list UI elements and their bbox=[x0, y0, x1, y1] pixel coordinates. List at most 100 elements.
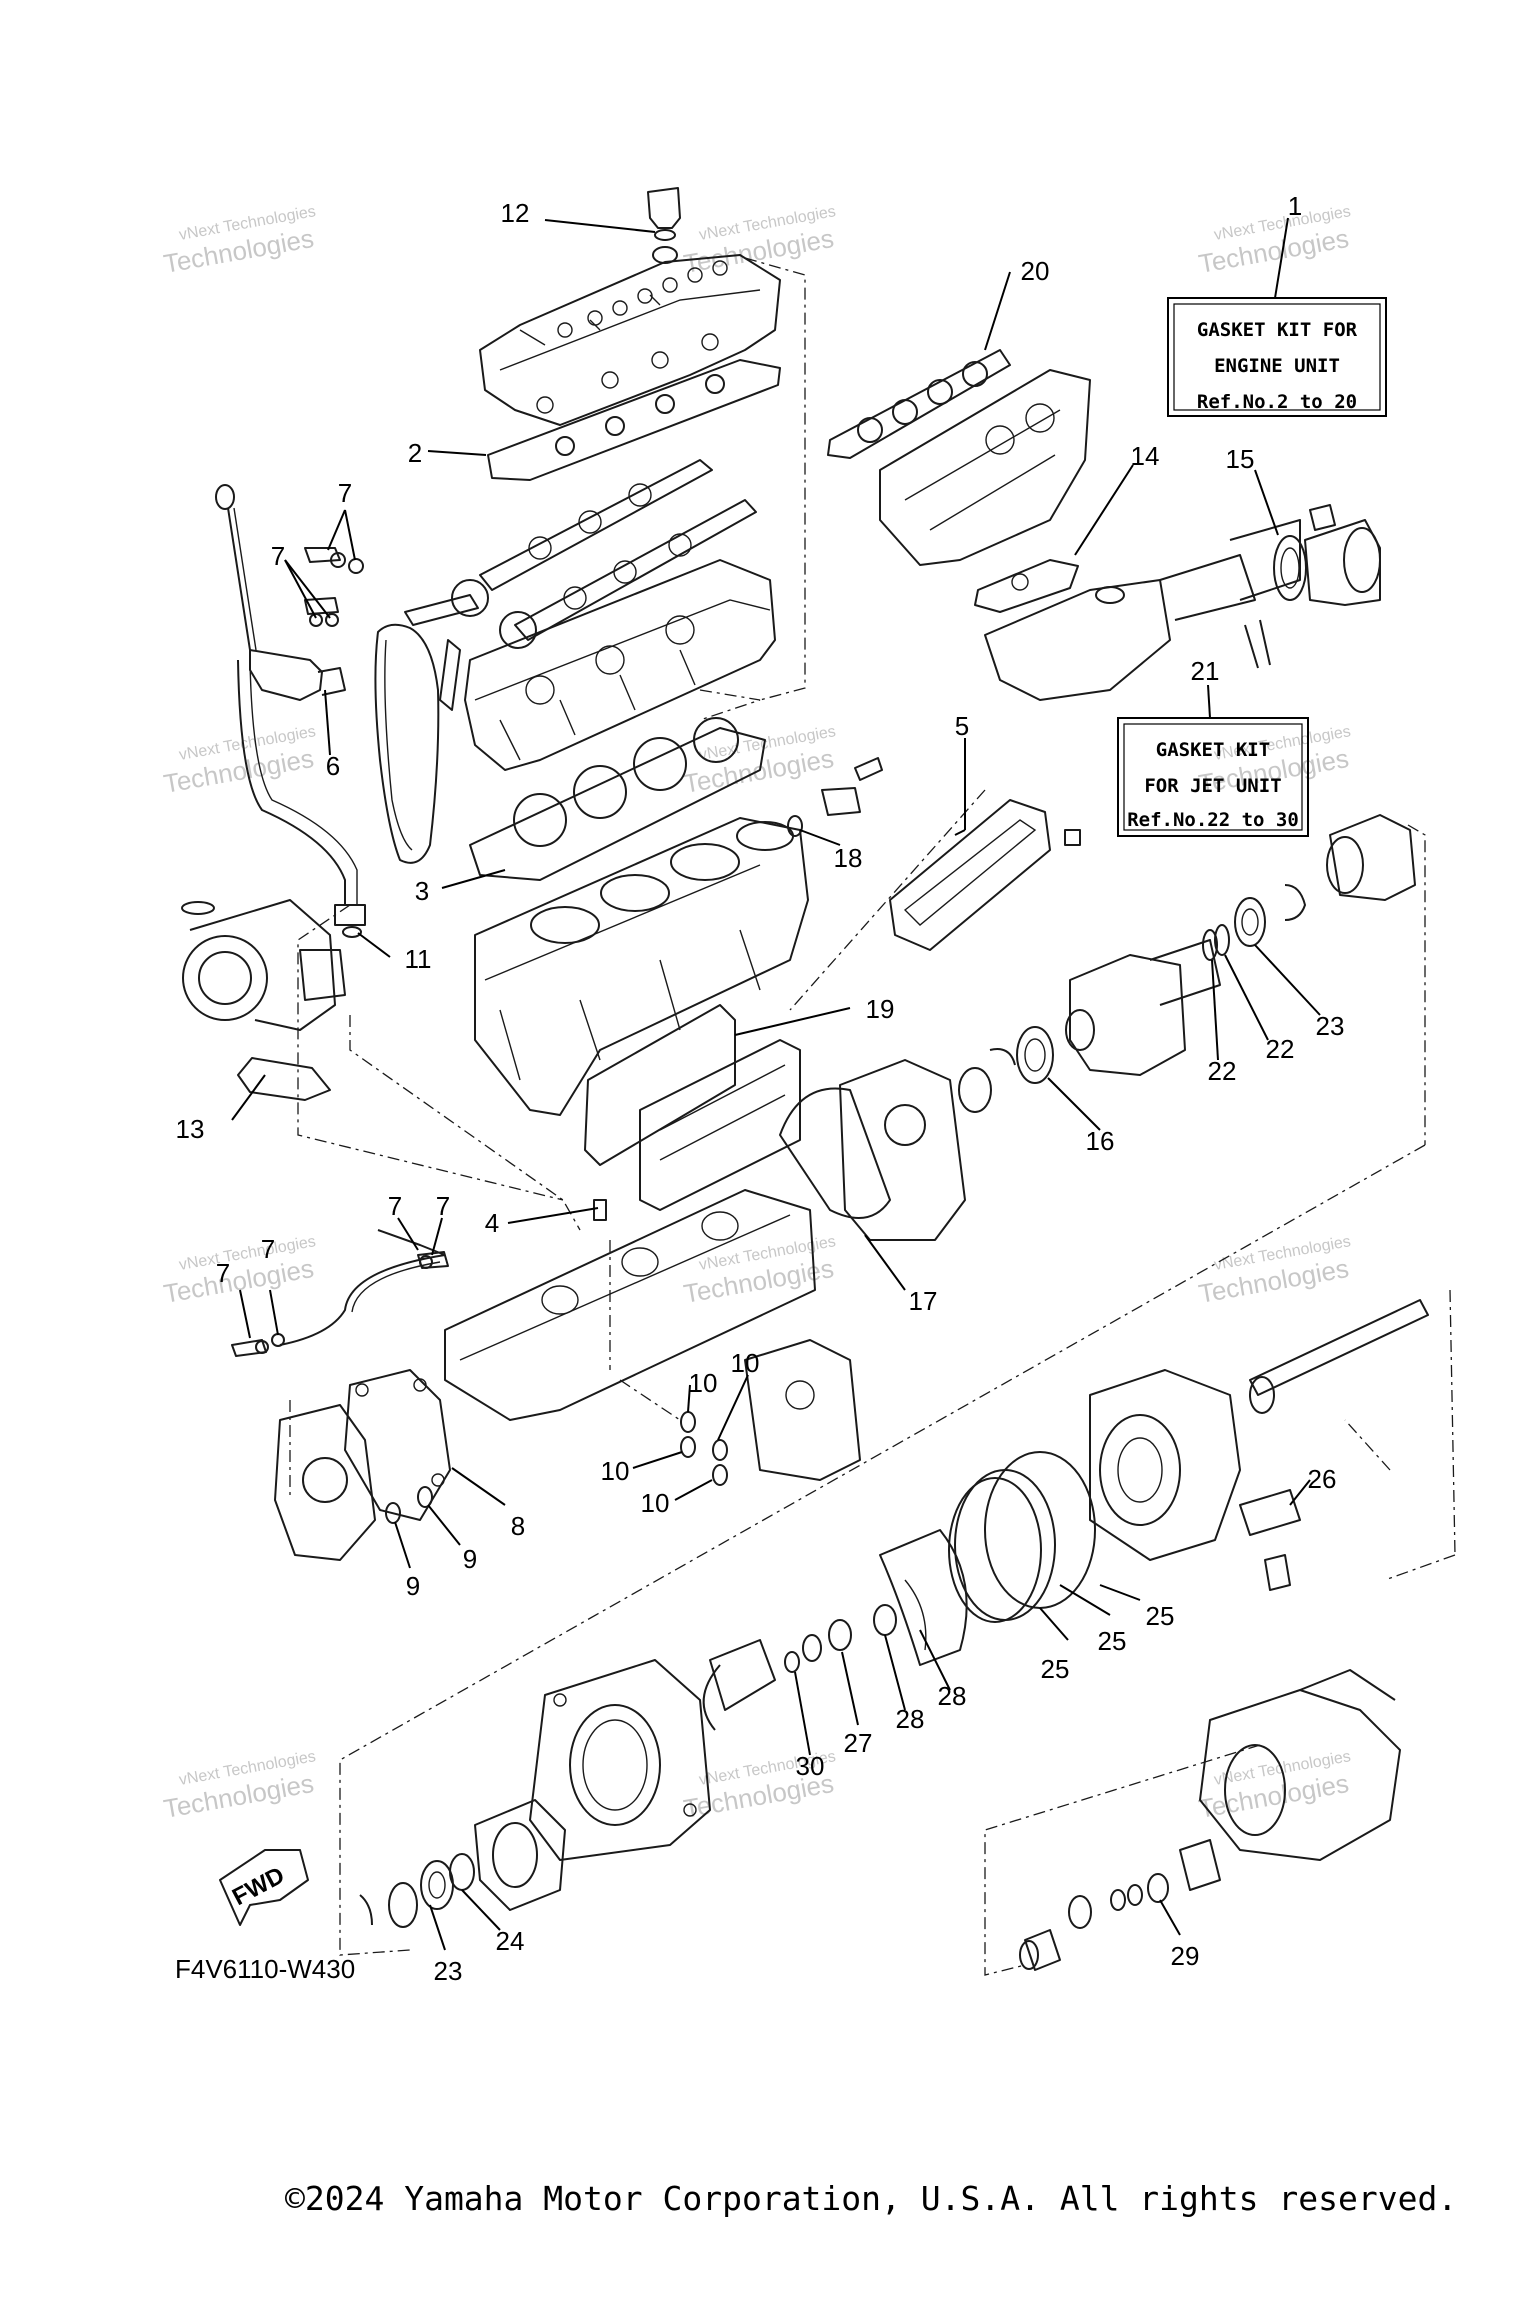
callout-18: 18 bbox=[834, 843, 863, 873]
callout-17: 17 bbox=[909, 1286, 938, 1316]
watermark: vNext Technologies Technologies bbox=[161, 723, 317, 799]
callout-25: 25 bbox=[1146, 1601, 1175, 1631]
callout-24: 24 bbox=[496, 1926, 525, 1956]
callout-7: 7 bbox=[261, 1234, 275, 1264]
exhaust-pipe-gasket bbox=[974, 559, 1079, 613]
impeller bbox=[702, 1639, 776, 1731]
callout-1: 1 bbox=[1288, 191, 1302, 221]
callout-22: 22 bbox=[1208, 1056, 1237, 1086]
jet-gasket-kit-box: GASKET KIT FOR JET UNIT Ref.No.22 to 30 bbox=[1117, 717, 1309, 837]
callout-16: 16 bbox=[1086, 1126, 1115, 1156]
callout-27: 27 bbox=[844, 1728, 873, 1758]
watermark: vNext Technologies Technologies bbox=[681, 723, 837, 799]
callout-25: 25 bbox=[1098, 1626, 1127, 1656]
oil-seal-23-upper bbox=[1234, 884, 1306, 947]
nozzle-assembly bbox=[1199, 1669, 1401, 1861]
callout-3: 3 bbox=[415, 876, 429, 906]
gasket-26 bbox=[1239, 1489, 1301, 1591]
watermark: vNext Technologies Technologies bbox=[161, 1233, 317, 1309]
callout-11: 11 bbox=[405, 944, 432, 974]
oil-line-lower bbox=[231, 1229, 449, 1357]
crankcase bbox=[444, 1189, 816, 1421]
callout-7: 7 bbox=[388, 1191, 402, 1221]
gasket-17 bbox=[779, 1087, 891, 1219]
intake-plate bbox=[529, 1659, 711, 1861]
callout-23: 23 bbox=[434, 1956, 463, 1986]
diagram-code: F4V6110-W430 bbox=[175, 1954, 355, 1984]
intake-housing bbox=[474, 1799, 566, 1911]
sensor-18 bbox=[787, 757, 883, 837]
watermark: vNext Technologies Technologies bbox=[161, 1748, 317, 1824]
drive-shaft bbox=[1249, 1299, 1429, 1414]
callout-28: 28 bbox=[938, 1681, 967, 1711]
exhaust-elbow bbox=[1304, 504, 1381, 606]
svg-text:ENGINE UNIT: ENGINE UNIT bbox=[1214, 355, 1340, 377]
svg-text:FOR JET UNIT: FOR JET UNIT bbox=[1144, 775, 1281, 797]
callout-7: 7 bbox=[216, 1258, 230, 1288]
seals-23-24-lower bbox=[359, 1853, 475, 1928]
exhaust-manifold bbox=[879, 369, 1091, 566]
callout-30: 30 bbox=[796, 1751, 825, 1781]
callout-10: 10 bbox=[731, 1348, 760, 1378]
callout-7: 7 bbox=[271, 541, 285, 571]
oil-dipstick bbox=[215, 484, 257, 651]
callout-25: 25 bbox=[1041, 1654, 1070, 1684]
nozzle-small-parts bbox=[1019, 1839, 1221, 1971]
watermarks: vNext Technologies Technologies vNext Te… bbox=[161, 203, 1352, 1824]
callout-5: 5 bbox=[955, 711, 969, 741]
pump-housing bbox=[1089, 1369, 1241, 1561]
dowel-pin bbox=[593, 1199, 607, 1221]
callout-22: 22 bbox=[1266, 1034, 1295, 1064]
watermark: vNext Technologies Technologies bbox=[161, 203, 317, 279]
cylinder-head-gasket bbox=[469, 717, 766, 881]
cylinder-head-cover bbox=[479, 254, 781, 426]
callout-6: 6 bbox=[326, 751, 340, 781]
pump-assembly-10 bbox=[680, 1339, 861, 1486]
fwd-arrow: FWD bbox=[219, 1849, 309, 1926]
callout-9: 9 bbox=[463, 1544, 477, 1574]
exhaust-gasket-15 bbox=[1273, 535, 1307, 601]
cylinder-block bbox=[474, 817, 809, 1116]
callout-4: 4 bbox=[485, 1208, 499, 1238]
callout-7: 7 bbox=[338, 478, 352, 508]
watermark: vNext Technologies Technologies bbox=[1196, 203, 1352, 279]
seals-27-28 bbox=[784, 1604, 897, 1673]
callout-2: 2 bbox=[408, 438, 422, 468]
callout-20: 20 bbox=[1021, 256, 1050, 286]
jet-side-cover bbox=[839, 1059, 966, 1241]
turbocharger bbox=[181, 899, 346, 1031]
oil-filler-cap bbox=[647, 187, 681, 264]
exhaust-pipe bbox=[984, 519, 1301, 701]
water-pump-body bbox=[274, 1404, 376, 1561]
coupling-housing bbox=[1065, 939, 1221, 1076]
o-rings-9 bbox=[385, 1486, 433, 1524]
watermark: vNext Technologies Technologies bbox=[1196, 1748, 1352, 1824]
crankcase-gasket-19 bbox=[584, 1004, 801, 1211]
callout-10: 10 bbox=[641, 1488, 670, 1518]
water-pump-gasket-8 bbox=[344, 1369, 451, 1521]
callout-21: 21 bbox=[1191, 656, 1220, 686]
callout-15: 15 bbox=[1226, 444, 1255, 474]
copyright-notice: ©2024 Yamaha Motor Corporation, U.S.A. A… bbox=[285, 2179, 1457, 2218]
svg-text:GASKET KIT FOR: GASKET KIT FOR bbox=[1197, 319, 1358, 341]
housing-gasket-5 bbox=[889, 799, 1081, 951]
turbo-gasket bbox=[237, 1057, 331, 1101]
callout-10: 10 bbox=[689, 1368, 718, 1398]
svg-text:GASKET KIT: GASKET KIT bbox=[1156, 739, 1270, 761]
liner bbox=[879, 1529, 968, 1666]
leader-lines bbox=[231, 217, 1321, 1951]
watermark: vNext Technologies Technologies bbox=[1196, 1233, 1352, 1309]
callout-numbers: 12 20 1 2 14 15 7 7 21 6 5 18 3 11 19 13… bbox=[176, 191, 1345, 1986]
assembly-lines bbox=[289, 257, 1456, 1976]
callout-8: 8 bbox=[511, 1511, 525, 1541]
callout-10: 10 bbox=[601, 1456, 630, 1486]
callout-14: 14 bbox=[1131, 441, 1160, 471]
callout-29: 29 bbox=[1171, 1941, 1200, 1971]
callout-9: 9 bbox=[406, 1571, 420, 1601]
callout-12: 12 bbox=[501, 198, 530, 228]
callout-23: 23 bbox=[1316, 1011, 1345, 1041]
cylinder-head bbox=[464, 559, 776, 771]
o-rings-22 bbox=[1202, 924, 1230, 961]
